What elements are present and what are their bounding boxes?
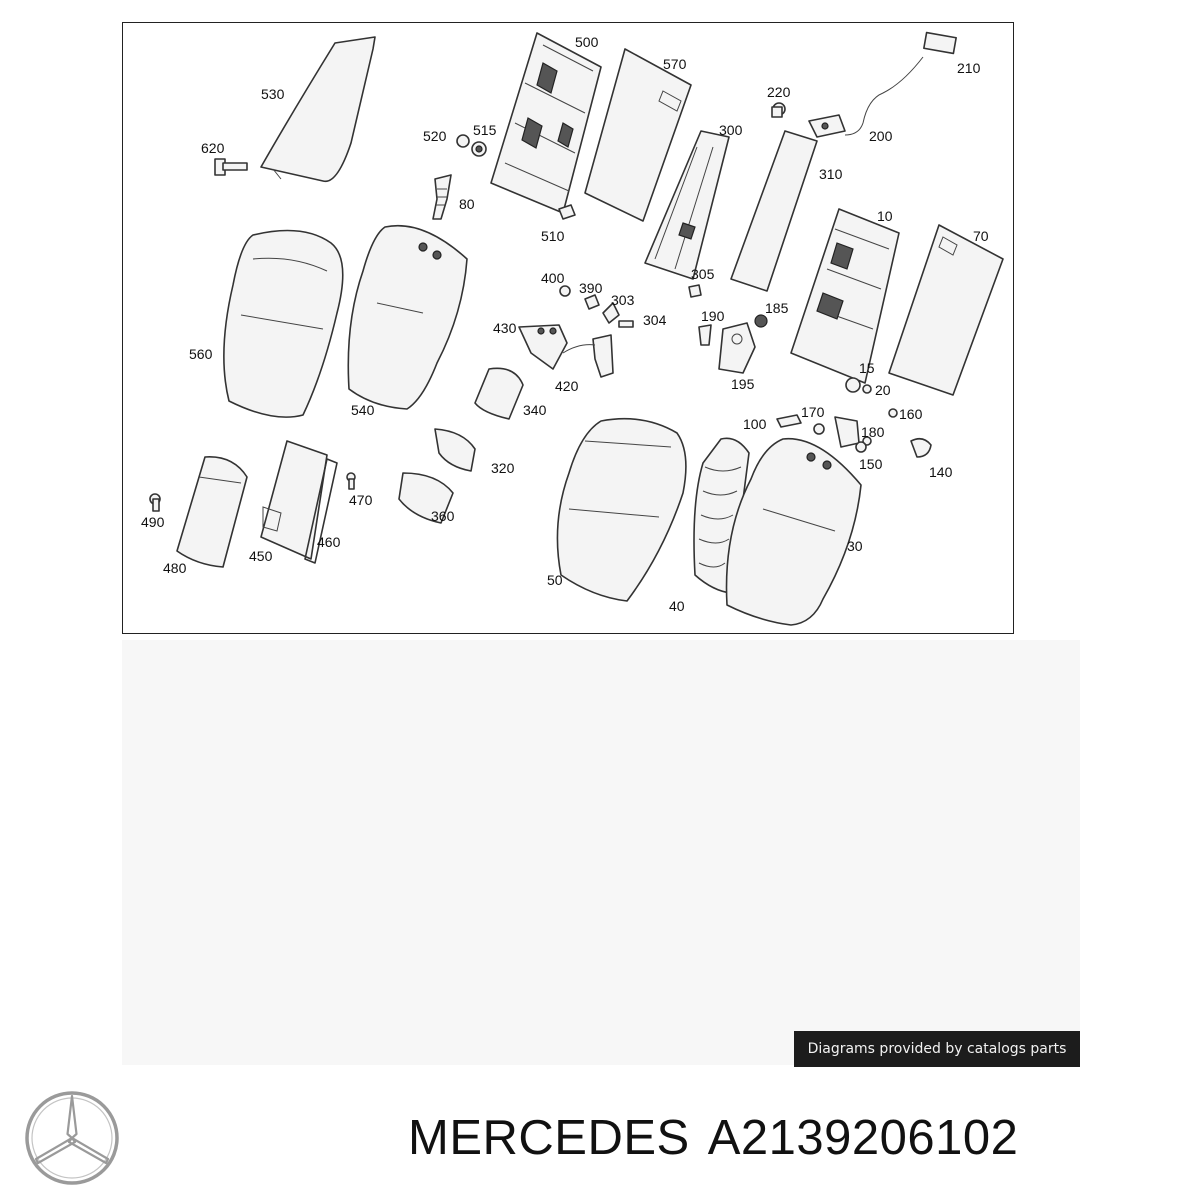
part-490-470-shape	[149, 472, 356, 512]
callout-100: 100	[743, 416, 767, 432]
callout-420: 420	[555, 378, 579, 394]
callout-460: 460	[317, 534, 341, 550]
callout-430: 430	[493, 320, 517, 336]
part-190-195-shape	[698, 322, 756, 374]
part-10-shape	[790, 208, 900, 384]
seat-parts-exploded-diagram: 530 500 570 210 620 520 515 220 200 300 …	[141, 31, 1004, 626]
part-80-shape	[432, 174, 452, 220]
callout-310: 310	[819, 166, 843, 182]
callout-400: 400	[541, 270, 565, 286]
callout-150: 150	[859, 456, 883, 472]
part-50-shape	[556, 417, 687, 602]
callout-530: 530	[261, 86, 285, 102]
callout-470: 470	[349, 492, 373, 508]
part-360-shape	[398, 472, 454, 524]
part-number: A2139206102	[707, 1111, 1019, 1165]
callout-490: 490	[141, 514, 165, 530]
callout-480: 480	[163, 560, 187, 576]
callout-300: 300	[719, 122, 743, 138]
part-300-shape	[644, 130, 730, 280]
callout-510: 510	[541, 228, 565, 244]
part-185-shape	[754, 314, 768, 328]
callout-500: 500	[575, 34, 599, 50]
callout-340: 340	[523, 402, 547, 418]
callout-390: 390	[579, 280, 603, 296]
brand-name: MERCEDES	[408, 1111, 690, 1165]
part-200-shape	[808, 114, 846, 138]
callout-50: 50	[547, 572, 563, 588]
callout-190: 190	[701, 308, 725, 324]
callout-185: 185	[765, 300, 789, 316]
callout-620: 620	[201, 140, 225, 156]
diagram-credit-badge: Diagrams provided by catalogs parts	[794, 1031, 1080, 1067]
part-430-shape	[518, 324, 568, 370]
callout-303: 303	[611, 292, 635, 308]
part-510-shape	[558, 204, 576, 220]
callout-360: 360	[431, 508, 455, 524]
mercedes-star-icon	[25, 1091, 119, 1185]
part-70-shape	[888, 224, 1004, 396]
callout-80: 80	[459, 196, 475, 212]
callout-30: 30	[847, 538, 863, 554]
blank-area	[122, 640, 1080, 1065]
part-100-170-180-150-140-shape	[776, 408, 932, 458]
callout-304: 304	[643, 312, 667, 328]
callout-170: 170	[801, 404, 825, 420]
part-320-shape	[434, 428, 476, 472]
part-caption: MERCEDES A2139206102	[408, 1108, 1018, 1168]
callout-160: 160	[899, 406, 923, 422]
part-520-515-shape	[456, 134, 487, 157]
part-305-shape	[688, 284, 702, 298]
callout-515: 515	[473, 122, 497, 138]
part-620-shape	[214, 158, 248, 176]
callout-20: 20	[875, 382, 891, 398]
part-220-shape	[771, 102, 786, 118]
part-480-shape	[176, 456, 248, 568]
callout-195: 195	[731, 376, 755, 392]
callout-560: 560	[189, 346, 213, 362]
part-30-shape	[725, 437, 862, 626]
part-500-shape	[490, 32, 602, 214]
part-560-shape	[223, 229, 344, 418]
callout-200: 200	[869, 128, 893, 144]
part-570-shape	[584, 48, 692, 222]
callout-210: 210	[957, 60, 981, 76]
part-310-shape	[730, 130, 818, 292]
callout-570: 570	[663, 56, 687, 72]
callout-520: 520	[423, 128, 447, 144]
part-210-shape	[844, 31, 957, 136]
part-530-shape	[260, 36, 376, 183]
part-540-shape	[347, 224, 468, 410]
callout-320: 320	[491, 460, 515, 476]
callout-540: 540	[351, 402, 375, 418]
callout-450: 450	[249, 548, 273, 564]
callout-40: 40	[669, 598, 685, 614]
callout-305: 305	[691, 266, 715, 282]
callout-70: 70	[973, 228, 989, 244]
part-340-shape	[474, 367, 524, 420]
callout-180: 180	[861, 424, 885, 440]
callout-220: 220	[767, 84, 791, 100]
parts-diagram-panel: 530 500 570 210 620 520 515 220 200 300 …	[122, 22, 1014, 634]
callout-140: 140	[929, 464, 953, 480]
part-450-460-shape	[260, 440, 338, 564]
callout-15: 15	[859, 360, 875, 376]
callout-10: 10	[877, 208, 893, 224]
part-15-20-shape	[845, 377, 872, 394]
part-420-shape	[562, 334, 614, 378]
part-400-390-303-304-shape	[559, 285, 634, 328]
